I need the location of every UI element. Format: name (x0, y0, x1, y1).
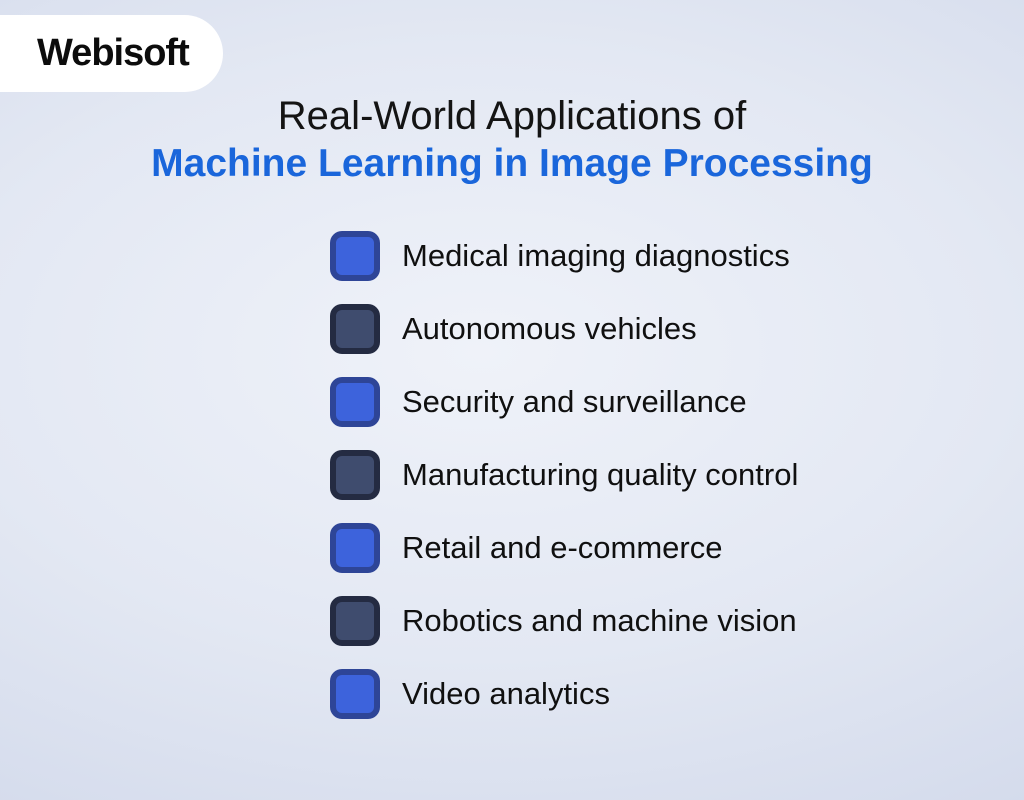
bullet-square-icon (330, 377, 380, 427)
list-item-label: Video analytics (402, 676, 610, 711)
list-item: Video analytics (330, 669, 798, 719)
bullet-square-icon (330, 523, 380, 573)
list-item: Security and surveillance (330, 377, 798, 427)
bullet-square-icon (330, 669, 380, 719)
list-item-label: Manufacturing quality control (402, 457, 799, 492)
applications-list: Medical imaging diagnostics Autonomous v… (330, 231, 798, 719)
webisoft-logo-text: Webisoft (37, 32, 190, 74)
list-item-label: Robotics and machine vision (402, 603, 797, 638)
list-item-label: Security and surveillance (402, 384, 747, 419)
list-item: Autonomous vehicles (330, 304, 798, 354)
bullet-square-icon (330, 231, 380, 281)
webisoft-logo: Webisoft (0, 15, 223, 92)
title-line-1: Real-World Applications of (277, 94, 747, 138)
list-item-label: Medical imaging diagnostics (402, 238, 790, 273)
list-item: Medical imaging diagnostics (330, 231, 798, 281)
page-title: Real-World Applications of Machine Learn… (0, 93, 1024, 187)
bullet-square-icon (330, 304, 380, 354)
list-item: Manufacturing quality control (330, 450, 798, 500)
list-item-label: Autonomous vehicles (402, 311, 697, 346)
bullet-square-icon (330, 450, 380, 500)
list-item: Robotics and machine vision (330, 596, 798, 646)
title-line-2: Machine Learning in Image Processing (151, 142, 873, 185)
bullet-square-icon (330, 596, 380, 646)
list-item-label: Retail and e-commerce (402, 530, 723, 565)
list-item: Retail and e-commerce (330, 523, 798, 573)
